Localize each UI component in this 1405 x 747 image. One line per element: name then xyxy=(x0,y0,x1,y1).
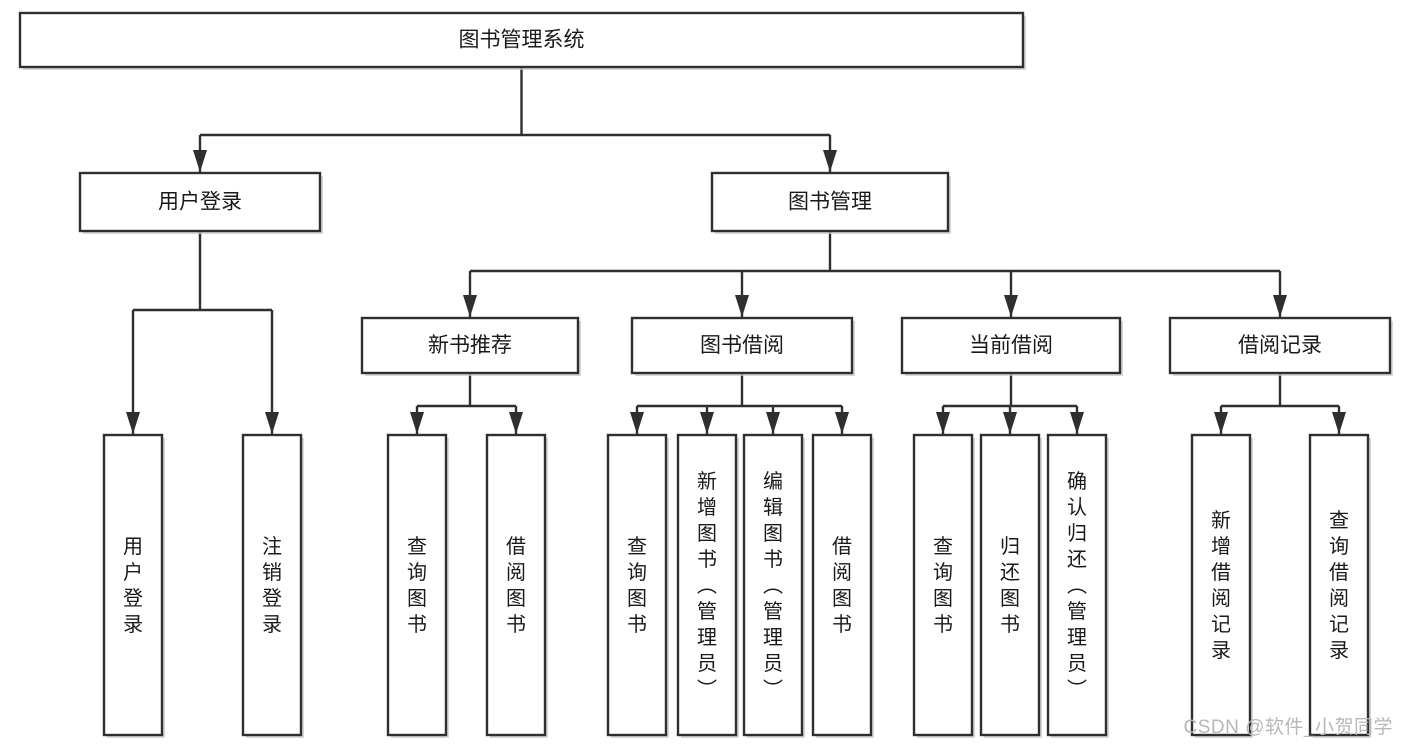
node-leaf-label-1: 注销登录 xyxy=(262,535,282,636)
arrow-head-icon xyxy=(1214,412,1228,434)
node-leaf-label-10: 确认归还︵管理员︶ xyxy=(1067,470,1087,701)
arrow-head-icon xyxy=(1003,412,1017,434)
node-leaf-label-11: 新增借阅记录 xyxy=(1211,509,1231,662)
arrow-head-icon xyxy=(410,412,424,434)
node-level3-label-1: 图书借阅 xyxy=(700,334,784,357)
arrow-head-icon xyxy=(126,412,140,434)
node-leaf-label-2: 查询图书 xyxy=(407,535,427,636)
watermark-text: CSDN @软件_小贺同学 xyxy=(1183,717,1393,738)
node-leaf-label-5: 新增图书︵管理员︶ xyxy=(697,470,717,701)
node-leaf-6[interactable] xyxy=(742,433,805,738)
node-layer: 图书管理系统用户登录图书管理新书推荐图书借阅当前借阅借阅记录用户登录注销登录查询… xyxy=(18,11,1393,738)
node-leaf-7[interactable] xyxy=(811,433,874,738)
arrow-head-icon xyxy=(936,412,950,434)
node-level3-label-0: 新书推荐 xyxy=(428,334,512,357)
node-leaf-label-8: 查询图书 xyxy=(933,535,953,636)
node-leaf-label-6: 编辑图书︵管理员︶ xyxy=(763,470,783,701)
node-leaf-9[interactable] xyxy=(979,433,1042,738)
node-level2-label-1: 图书管理 xyxy=(788,191,872,214)
arrow-head-icon xyxy=(735,295,749,317)
node-leaf-4[interactable] xyxy=(606,433,669,738)
node-leaf-5[interactable] xyxy=(676,433,739,738)
node-root[interactable] xyxy=(18,11,1026,70)
node-level2-1[interactable] xyxy=(710,171,951,234)
node-leaf-11[interactable] xyxy=(1190,433,1253,738)
node-leaf-label-12: 查询借阅记录 xyxy=(1329,509,1349,662)
arrow-head-icon xyxy=(265,412,279,434)
arrow-head-icon xyxy=(1332,412,1346,434)
arrow-head-icon xyxy=(193,150,207,172)
node-leaf-2[interactable] xyxy=(386,433,449,738)
node-level3-label-2: 当前借阅 xyxy=(969,334,1053,357)
node-level2-label-0: 用户登录 xyxy=(158,191,242,214)
node-leaf-label-3: 借阅图书 xyxy=(506,535,526,636)
arrow-head-icon xyxy=(1070,412,1084,434)
node-leaf-8[interactable] xyxy=(912,433,975,738)
arrow-head-icon xyxy=(463,295,477,317)
node-level3-2[interactable] xyxy=(900,316,1123,376)
node-level2-0[interactable] xyxy=(78,171,323,234)
connector-layer xyxy=(126,67,1346,434)
arrow-head-icon xyxy=(1273,295,1287,317)
arrow-head-icon xyxy=(1004,295,1018,317)
node-level3-0[interactable] xyxy=(360,316,581,376)
node-leaf-label-4: 查询图书 xyxy=(627,535,647,636)
node-leaf-label-0: 用户登录 xyxy=(123,536,143,636)
node-leaf-label-9: 归还图书 xyxy=(1000,535,1020,636)
node-level3-3[interactable] xyxy=(1168,316,1393,376)
node-level3-label-3: 借阅记录 xyxy=(1238,334,1322,357)
node-level3-1[interactable] xyxy=(630,316,855,376)
arrow-head-icon xyxy=(509,412,523,434)
node-leaf-1[interactable] xyxy=(241,433,304,738)
node-root-label: 图书管理系统 xyxy=(459,29,585,52)
node-leaf-10[interactable] xyxy=(1046,433,1109,738)
node-leaf-12[interactable] xyxy=(1308,433,1371,738)
arrow-head-icon xyxy=(630,412,644,434)
arrow-head-icon xyxy=(766,412,780,434)
node-leaf-label-7: 借阅图书 xyxy=(832,535,852,636)
node-leaf-3[interactable] xyxy=(485,433,548,738)
arrow-head-icon xyxy=(823,150,837,172)
arrow-head-icon xyxy=(700,412,714,434)
node-leaf-0[interactable] xyxy=(102,433,165,738)
arrow-head-icon xyxy=(835,412,849,434)
